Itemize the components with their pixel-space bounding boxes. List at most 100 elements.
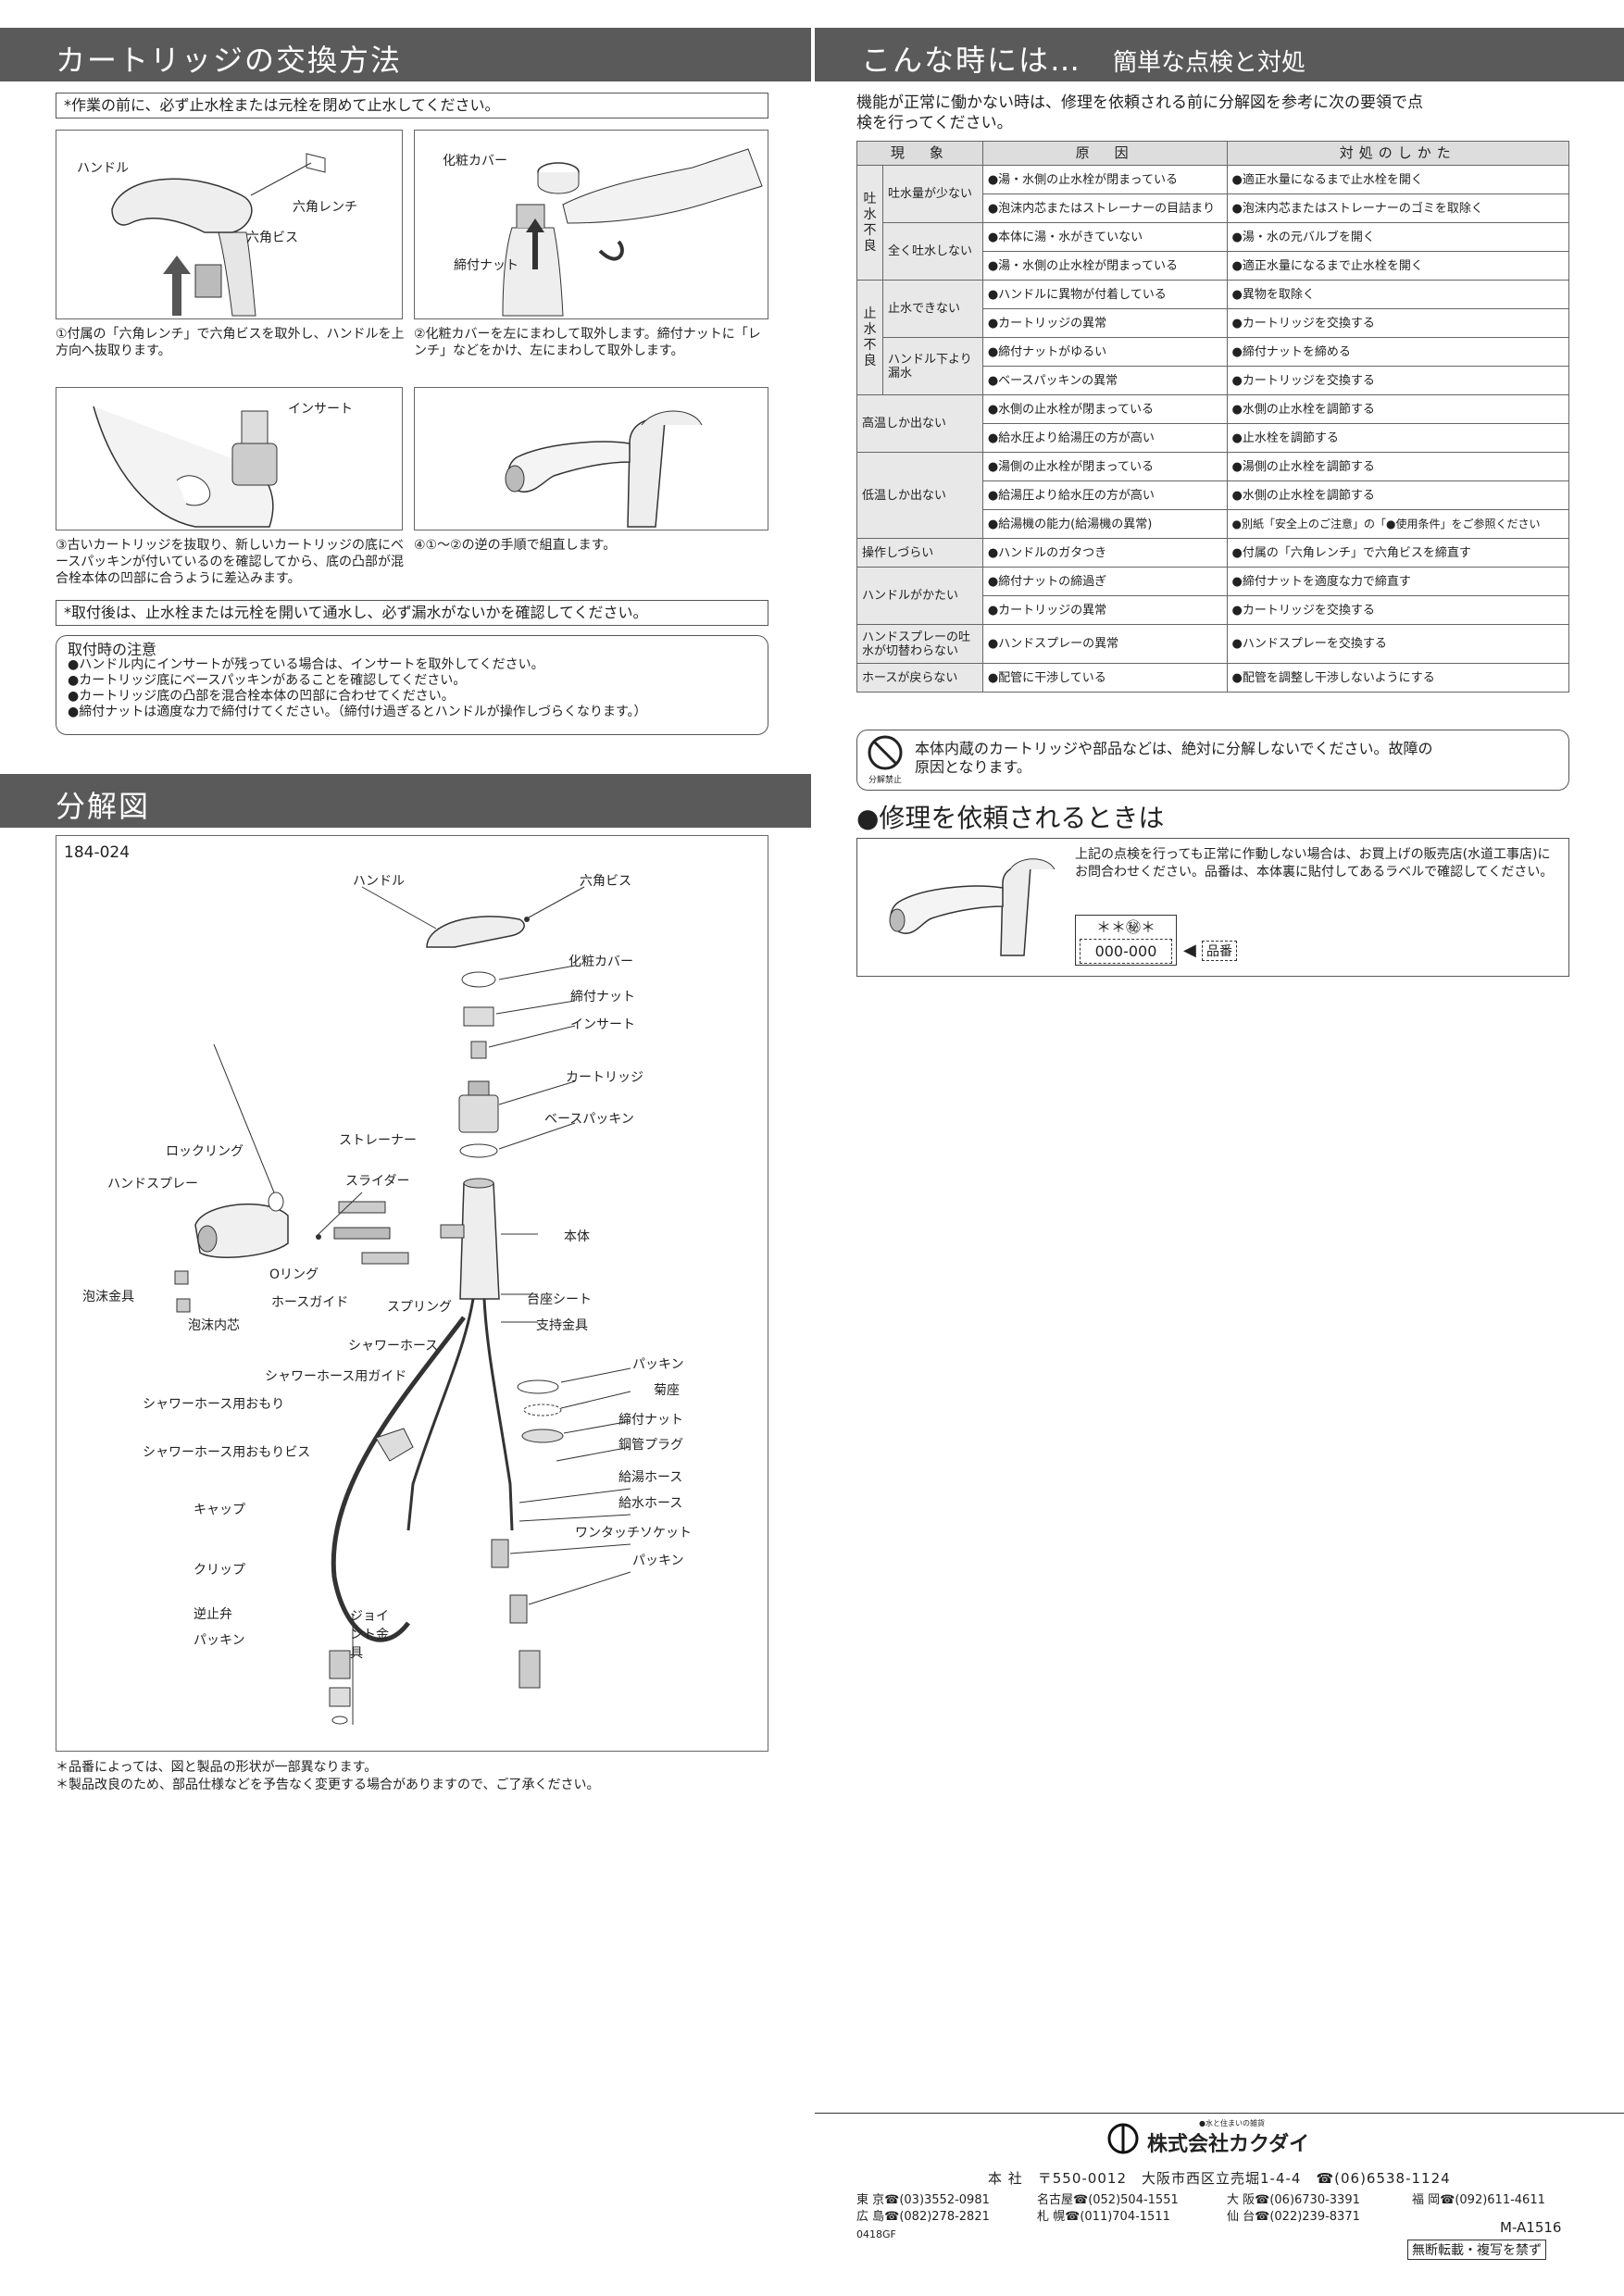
part-base-packing: ベースパッキン: [544, 1112, 634, 1127]
caution-item: ●カートリッジ底の凸部を混合栓本体の凹部に合わせてください。: [68, 689, 455, 704]
part-cold-hose: 給水ホース: [618, 1496, 683, 1511]
disassembly-warning: 分解禁止 本体内蔵のカートリッジや部品などは、絶対に分解しないでください。故障の…: [856, 730, 1569, 791]
left-title: カートリッジの交換方法: [56, 43, 403, 78]
cause: ●湯・水側の止水栓が閉まっている: [981, 165, 1228, 194]
symptom: 低温しか出ない: [856, 452, 983, 539]
step3-figure: インサート: [56, 387, 403, 530]
no-disassembly-icon: 分解禁止: [865, 734, 906, 785]
part-nut-2: 締付ナット: [618, 1413, 683, 1428]
cause: ●給水圧より給湯圧の方が高い: [981, 423, 1228, 453]
part-slider: スライダー: [345, 1174, 410, 1189]
remedy: ●泡沫内芯またはストレーナーのゴミを取除く: [1226, 193, 1569, 223]
col-header-cause: 原 因: [981, 141, 1228, 166]
arrow-icon: ◀: [1183, 941, 1196, 960]
branch: 広 島☎(082)278-2821: [856, 2210, 990, 2224]
logo-tagline: ●水と住まいの雑貨: [1199, 2119, 1265, 2128]
model-number: 184-024: [64, 843, 131, 862]
exploded-view-illustration: [174, 886, 631, 1725]
cause: ●給湯圧より給水圧の方が高い: [981, 480, 1228, 510]
remedy: ●適正水量になるまで止水栓を開く: [1226, 165, 1569, 194]
symptom: 吐水量が少ない: [881, 165, 983, 223]
company-logo: ●水と住まいの雑貨 株式会社カクダイ: [1106, 2119, 1347, 2159]
part-weight-screw: シャワーホース用おもりビス: [143, 1445, 311, 1460]
branch: 大 阪☎(06)6730-3391: [1227, 2193, 1360, 2207]
remedy: ●締付ナットを適度な力で締直す: [1226, 567, 1569, 596]
part-cover: 化粧カバー: [568, 955, 633, 969]
label-bottom: 000-000: [1080, 939, 1172, 964]
remedy: ●湯側の止水栓を調節する: [1226, 452, 1569, 481]
cause: ●泡沫内芯またはストレーナーの目詰まり: [981, 193, 1228, 223]
col-header-symptom: 現 象: [856, 141, 983, 166]
company-name: 株式会社カクダイ: [1147, 2133, 1310, 2156]
part-handle: ハンドル: [353, 874, 405, 889]
cause: ●湯・水側の止水栓が閉まっている: [981, 251, 1228, 281]
step1-screw-label: 六角ビス: [246, 231, 298, 245]
document-number: M-A1516: [1500, 2219, 1562, 2236]
symptom: 全く吐水しない: [881, 222, 983, 281]
remedy: ●締付ナットを締める: [1226, 337, 1569, 367]
part-hose-guide: ホースガイド: [271, 1295, 349, 1310]
footnote: ＊製品改良のため、部品仕様などを予告なく変更する場合がありますので、ご了承くださ…: [56, 1778, 600, 1792]
step1-handle-label: ハンドル: [77, 161, 129, 176]
part-aerator: 泡沫金具: [82, 1290, 134, 1304]
remedy: ●カートリッジを交換する: [1226, 308, 1569, 338]
remedy: ●止水栓を調節する: [1226, 423, 1569, 453]
cause: ●カートリッジの異常: [981, 595, 1228, 625]
footer-divider: [815, 2113, 1624, 2114]
remedy: ●カートリッジを交換する: [1226, 366, 1569, 395]
symptom: ハンドスプレーの吐水が切替わらない: [856, 624, 983, 664]
part-spring: スプリング: [387, 1300, 452, 1315]
branch: 福 岡☎(092)611-4611: [1412, 2193, 1545, 2207]
step1-figure: ハンドル 六角レンチ 六角ビス: [56, 130, 403, 319]
step1-wrench-label: 六角レンチ: [293, 200, 357, 215]
step2-illustration: [502, 148, 763, 317]
install-caution-box: 取付時の注意 ●ハンドル内にインサートが残っている場合は、インサートを取外してく…: [56, 635, 768, 735]
step2-caption: ②化粧カバーを左にまわして取外します。締付ナットに「レンチ」などをかけ、左にまわ…: [414, 327, 761, 358]
repair-text: 上記の点検を行っても正常に作動しない場合は、お買上げの販売店(水道工事店)にお問…: [1075, 847, 1554, 880]
part-body: 本体: [564, 1229, 590, 1244]
group-spout-failure: 吐水不良: [856, 165, 883, 281]
caution-item: ●ハンドル内にインサートが残っている場合は、インサートを取外してください。: [68, 657, 544, 672]
troubleshooting-table: 現 象 原 因 対処のしかた 吐水不良 吐水量が少ない ●湯・水側の止水栓が閉ま…: [856, 141, 1569, 693]
symptom: 操作しづらい: [856, 538, 983, 568]
cause: ●締付ナットがゆるい: [981, 337, 1228, 367]
part-cap: キャップ: [194, 1503, 245, 1517]
repair-box: 上記の点検を行っても正常に作動しない場合は、お買上げの販売店(水道工事店)にお問…: [856, 838, 1569, 977]
remedy: ●付属の「六角レンチ」で六角ビスを締直す: [1226, 538, 1569, 568]
symptom: ホースが戻らない: [856, 663, 983, 693]
part-washer: 菊座: [654, 1383, 680, 1398]
cause: ●給湯機の能力(給湯機の異常): [981, 509, 1228, 539]
step2-nut-label: 締付ナット: [454, 258, 518, 273]
step4-figure: [414, 387, 768, 530]
no-disassembly-label: 分解禁止: [868, 776, 902, 785]
part-joint: ジョイント金具: [350, 1609, 389, 1661]
remedy: ●配管を調整し干渉しないようにする: [1226, 663, 1569, 693]
step1-illustration: [111, 153, 326, 317]
cause: ●水側の止水栓が閉まっている: [981, 394, 1228, 424]
part-copper-plug: 銅管プラグ: [618, 1438, 683, 1453]
step3-insert-label: インサート: [288, 402, 353, 417]
pre-work-note: *作業の前に、必ず止水栓または元栓を閉めて止水してください。: [56, 93, 768, 119]
col-header-remedy: 対処のしかた: [1226, 141, 1569, 166]
branch: 名古屋☎(052)504-1551: [1037, 2193, 1179, 2207]
cause: ●締付ナットの締過ぎ: [981, 567, 1228, 596]
part-hose-guide-2: シャワーホース用ガイド: [265, 1369, 407, 1384]
symptom: 高温しか出ない: [856, 394, 983, 453]
model-label-sample: ＊＊㊙＊ 000-000: [1075, 915, 1177, 966]
remedy: ●適正水量になるまで止水栓を開く: [1226, 251, 1569, 281]
remedy: ●カートリッジを交換する: [1226, 595, 1569, 625]
remedy: ●異物を取除く: [1226, 280, 1569, 309]
cause: ●湯側の止水栓が閉まっている: [981, 452, 1228, 481]
part-hex-screw: 六角ビス: [580, 874, 631, 889]
cause: ●ハンドルに異物が付着している: [981, 280, 1228, 309]
part-socket: ワンタッチソケット: [575, 1526, 692, 1541]
part-packing-3: パッキン: [194, 1633, 245, 1648]
prohibition-icon: [868, 735, 903, 770]
part-cartridge: カートリッジ: [566, 1070, 643, 1085]
symptom: ハンドル下より漏水: [881, 337, 983, 395]
part-weight: シャワーホース用おもり: [143, 1397, 285, 1412]
part-hot-hose: 給湯ホース: [618, 1470, 683, 1485]
right-title: こんな時には… 簡単な点検と対処: [861, 43, 1306, 78]
remedy: ●ハンドスプレーを交換する: [1226, 624, 1569, 664]
left-title-band: カートリッジの交換方法: [0, 28, 811, 81]
